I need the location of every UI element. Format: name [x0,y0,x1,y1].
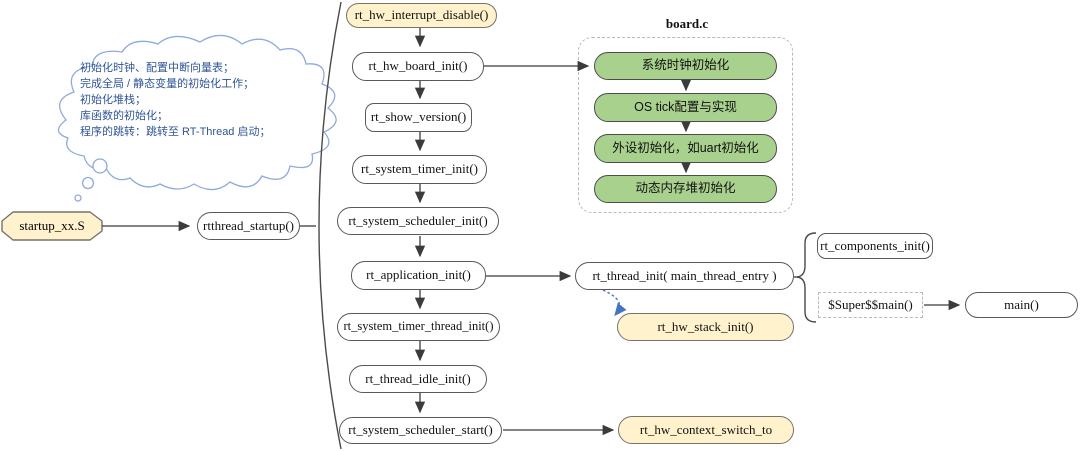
node-rt-hw-stack-init: rt_hw_stack_init() [617,313,794,341]
node-rt-thread-init: rt_thread_init( main_thread_entry ) [575,262,794,290]
cloud-tail-bubble [74,194,82,202]
node-startup-xx-s: startup_xx.S [19,218,85,233]
board-c-frame [578,37,793,213]
cloud-annotation: 初始化时钟、配置中断向量表； 完成全局 / 静态变量的初始化工作； 初始化堆栈；… [80,60,320,140]
branch-brace [796,232,817,323]
cloud-tail-bubble [92,158,108,174]
node-board-step-peripheral: 外设初始化，如uart初始化 [594,134,777,163]
node-rt-system-timer-thread-init: rt_system_timer_thread_init() [337,313,500,341]
big-parenthesis [318,1,342,450]
node-rt-components-init: rt_components_init() [817,233,933,259]
blue-dashed-arrow-stackinit [602,289,627,317]
board-c-title: board.c [665,16,709,31]
node-rt-hw-context-switch-to: rt_hw_context_switch_to [618,416,794,444]
cloud-line: 初始化时钟、配置中断向量表； [80,62,234,74]
cloud-line: 库函数的初始化； [80,110,168,122]
node-main: main() [965,292,1078,318]
cloud-line: 程序的跳转：跳转至 RT-Thread 启动； [80,126,271,138]
thought-cloud-shape [57,34,337,191]
node-rt-thread-idle-init: rt_thread_idle_init() [349,365,487,393]
node-rtthread-startup: rtthread_startup() [197,212,300,240]
node-rt-hw-interrupt-disable: rt_hw_interrupt_disable() [346,3,497,28]
cloud-line: 完成全局 / 静态变量的初始化工作； [80,78,255,90]
node-rt-system-scheduler-init: rt_system_scheduler_init() [337,207,499,235]
node-super-main: $Super$$main() [818,292,923,318]
node-board-step-heap: 动态内存堆初始化 [594,175,777,203]
node-rt-hw-board-init: rt_hw_board_init() [352,52,484,81]
node-rt-system-timer-init: rt_system_timer_init() [352,155,487,184]
node-rt-system-scheduler-start: rt_system_scheduler_start() [339,417,502,444]
cloud-line: 初始化堆栈； [80,94,146,106]
node-board-step-ostick: OS tick配置与实现 [594,93,777,122]
node-rt-application-init: rt_application_init() [351,261,486,290]
node-rt-show-version: rt_show_version() [365,103,472,132]
startup-card-shape [1,211,103,241]
cloud-tail-bubble [81,176,95,190]
node-board-step-clock: 系统时钟初始化 [594,52,777,80]
